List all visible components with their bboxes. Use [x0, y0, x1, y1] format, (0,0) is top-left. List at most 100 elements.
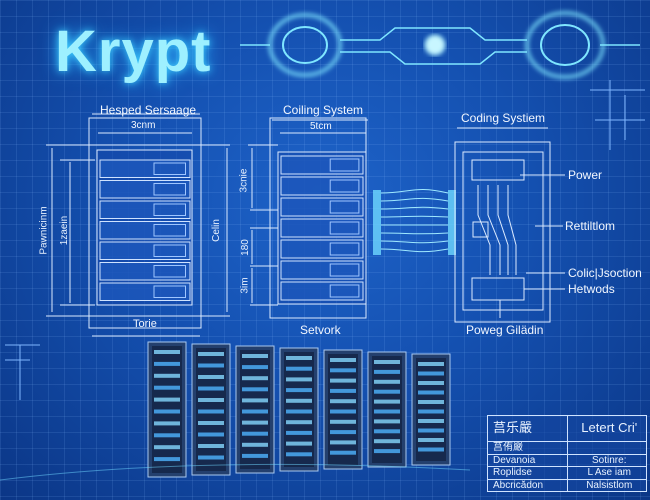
title-block-cell: Abcricădon [493, 479, 544, 491]
server-led-strip [242, 376, 268, 381]
server-led-strip [418, 428, 444, 433]
server-led-strip [154, 350, 180, 354]
rack-2-dim-bottom: 3im [239, 277, 251, 294]
rack-unit [99, 200, 191, 219]
rack-1-width-dim: 3cnm [131, 120, 156, 131]
rack-1-bottom-dim: Torie [133, 318, 157, 330]
unit-panel [153, 224, 186, 237]
rack-unit [99, 221, 191, 240]
rack-2-units [280, 155, 364, 301]
callout-3: Colic|Jsoction [568, 266, 642, 280]
server-led-strip [330, 440, 356, 445]
server-led-strip [330, 399, 356, 404]
server-led-strip [154, 409, 180, 414]
server-led-strip [286, 366, 312, 371]
server-led-strip [374, 389, 400, 394]
server-row [147, 341, 451, 478]
rack-2-label: Coiling System [283, 103, 364, 117]
cable [380, 215, 449, 218]
rack-unit [280, 155, 364, 175]
title-block-cell: Devanoia [493, 454, 536, 466]
server-led-strip [242, 365, 268, 370]
unit-panel [329, 158, 360, 172]
server-led-strip [286, 356, 312, 360]
server-led-strip [198, 352, 224, 356]
server-led-strip [154, 445, 180, 450]
server-led-strip [330, 419, 356, 424]
rack-unit [280, 260, 364, 280]
server-led-strip [242, 431, 268, 436]
server-led-strip [374, 449, 400, 454]
callout-2: Rettiltlom [565, 219, 616, 233]
server-led-strip [198, 421, 224, 425]
server-led-strip [330, 368, 356, 373]
server-led-strip [198, 363, 224, 368]
unit-panel [153, 265, 186, 278]
server-led-strip [330, 409, 356, 414]
server-led-strip [198, 455, 224, 460]
rack-unit [280, 218, 364, 238]
title-block-cell [566, 442, 647, 454]
server-led-strip [154, 457, 180, 462]
rack-2-dim-top: 3cnie [238, 168, 250, 193]
server-led-strip [198, 409, 224, 414]
server-led-strip [374, 369, 400, 374]
server-led-strip [242, 409, 268, 414]
server-led-strip [286, 398, 312, 403]
server-led-strip [418, 390, 444, 395]
cable [380, 232, 449, 235]
server-led-strip [286, 452, 312, 457]
unit-panel [329, 284, 360, 298]
rack-1-height-outer: Pawnicinm [38, 206, 50, 255]
server-led-strip [154, 385, 180, 390]
rack-2-dim-mid: 180 [239, 239, 251, 256]
unit-panel [153, 183, 186, 196]
cable [380, 188, 449, 194]
server-led-strip [418, 447, 444, 452]
rack-unit [99, 282, 191, 301]
rack-unit [280, 176, 364, 196]
rack-1-label: Hesped Sersaage [100, 103, 197, 117]
title-block-cell: 莒乐嚴 [493, 420, 533, 435]
rack-unit [99, 262, 191, 281]
circuit-lines-left [5, 344, 40, 400]
unit-panel [329, 200, 360, 214]
rack-unit [280, 239, 364, 259]
rack-unit [280, 281, 364, 301]
rack-2-width-dim: 5tcm [310, 121, 332, 132]
server-led-strip [418, 419, 444, 423]
server-led-strip [374, 360, 400, 364]
cable [380, 197, 449, 202]
server-led-strip [418, 362, 444, 366]
rack-3-drawing [454, 127, 565, 323]
server-led-strip [198, 398, 224, 402]
title-block-cell: Letert Cri' [566, 416, 647, 441]
rack-1-height-right: Celin [210, 219, 222, 242]
connector-left [373, 190, 381, 255]
server-led-strip [374, 409, 400, 414]
server-led-strip [330, 358, 356, 362]
title-block-cell: L Ase iam [566, 467, 647, 479]
server-led-strip [286, 441, 312, 446]
unit-panel [153, 162, 186, 175]
server-led-strip [242, 442, 268, 447]
circuit-lines-right [590, 80, 645, 150]
server-led-strip [154, 361, 180, 366]
server-led-strip [198, 444, 224, 448]
server-led-strip [286, 430, 312, 435]
server-led-strip [154, 433, 180, 438]
server-led-strip [330, 450, 356, 455]
server-led-strip [154, 397, 180, 402]
server-led-strip [286, 388, 312, 393]
rack-1-height-inner: 1zaein [59, 215, 71, 246]
server-led-strip [374, 429, 400, 434]
server-led-strip [198, 375, 224, 379]
circuit-graphic [240, 11, 640, 79]
server-led-strip [418, 400, 444, 404]
rack-2-caption: Setvork [300, 323, 341, 337]
server-led-strip [242, 387, 268, 392]
server-led-strip [242, 398, 268, 403]
server-led-strip [242, 420, 268, 425]
server-led-strip [286, 377, 312, 382]
